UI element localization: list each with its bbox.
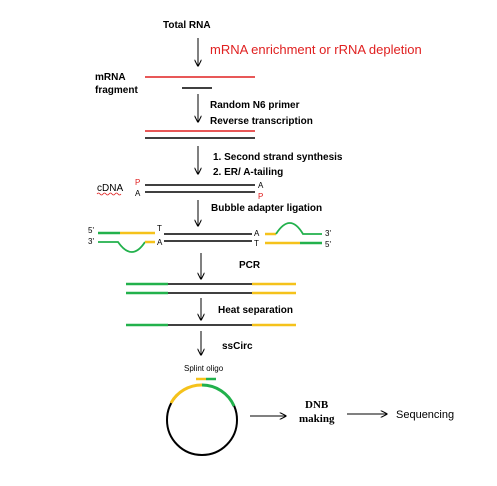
- er-tailing-label: 2. ER/ A-tailing: [213, 167, 283, 178]
- three-prime-left: 3': [88, 237, 94, 246]
- t-overhang-right: T: [254, 239, 259, 248]
- a-tail-right: A: [258, 181, 264, 190]
- ligation-label: Bubble adapter ligation: [211, 203, 322, 214]
- cdna-underline: [96, 192, 122, 196]
- second-strand-label: 1. Second strand synthesis: [213, 152, 343, 163]
- primer-label: Random N6 primer: [210, 100, 300, 111]
- cdna-label: cDNA: [97, 183, 123, 194]
- three-prime-right: 3': [325, 229, 331, 238]
- mrna-label: mRNA: [95, 72, 126, 83]
- right-adapter-bubble: [275, 222, 322, 235]
- five-prime-right: 5': [325, 240, 331, 249]
- pcr-label: PCR: [239, 260, 261, 271]
- sscirc-label: ssCirc: [222, 341, 253, 352]
- making-label: making: [299, 413, 335, 425]
- phosphate-right: P: [258, 192, 263, 201]
- a-tail-left: A: [135, 189, 141, 198]
- a-left-insert: A: [157, 238, 163, 247]
- a-right-insert: A: [254, 229, 260, 238]
- sequencing-label: Sequencing: [396, 409, 454, 421]
- splint-oligo-label: Splint oligo: [184, 364, 224, 373]
- enrichment-label: mRNA enrichment or rRNA depletion: [210, 42, 422, 57]
- phosphate-left: P: [135, 178, 140, 187]
- heat-label: Heat separation: [218, 305, 293, 316]
- dnb-label: DNB: [305, 399, 329, 411]
- circle-yellow-arc: [169, 383, 203, 404]
- total-rna-label: Total RNA: [163, 20, 211, 31]
- t-overhang-left: T: [157, 224, 162, 233]
- fragment-label: fragment: [95, 85, 138, 96]
- five-prime-left: 5': [88, 226, 94, 235]
- rt-label: Reverse transcription: [210, 116, 313, 127]
- circle-green-arc: [201, 383, 236, 407]
- left-adapter-bubble: [98, 241, 146, 253]
